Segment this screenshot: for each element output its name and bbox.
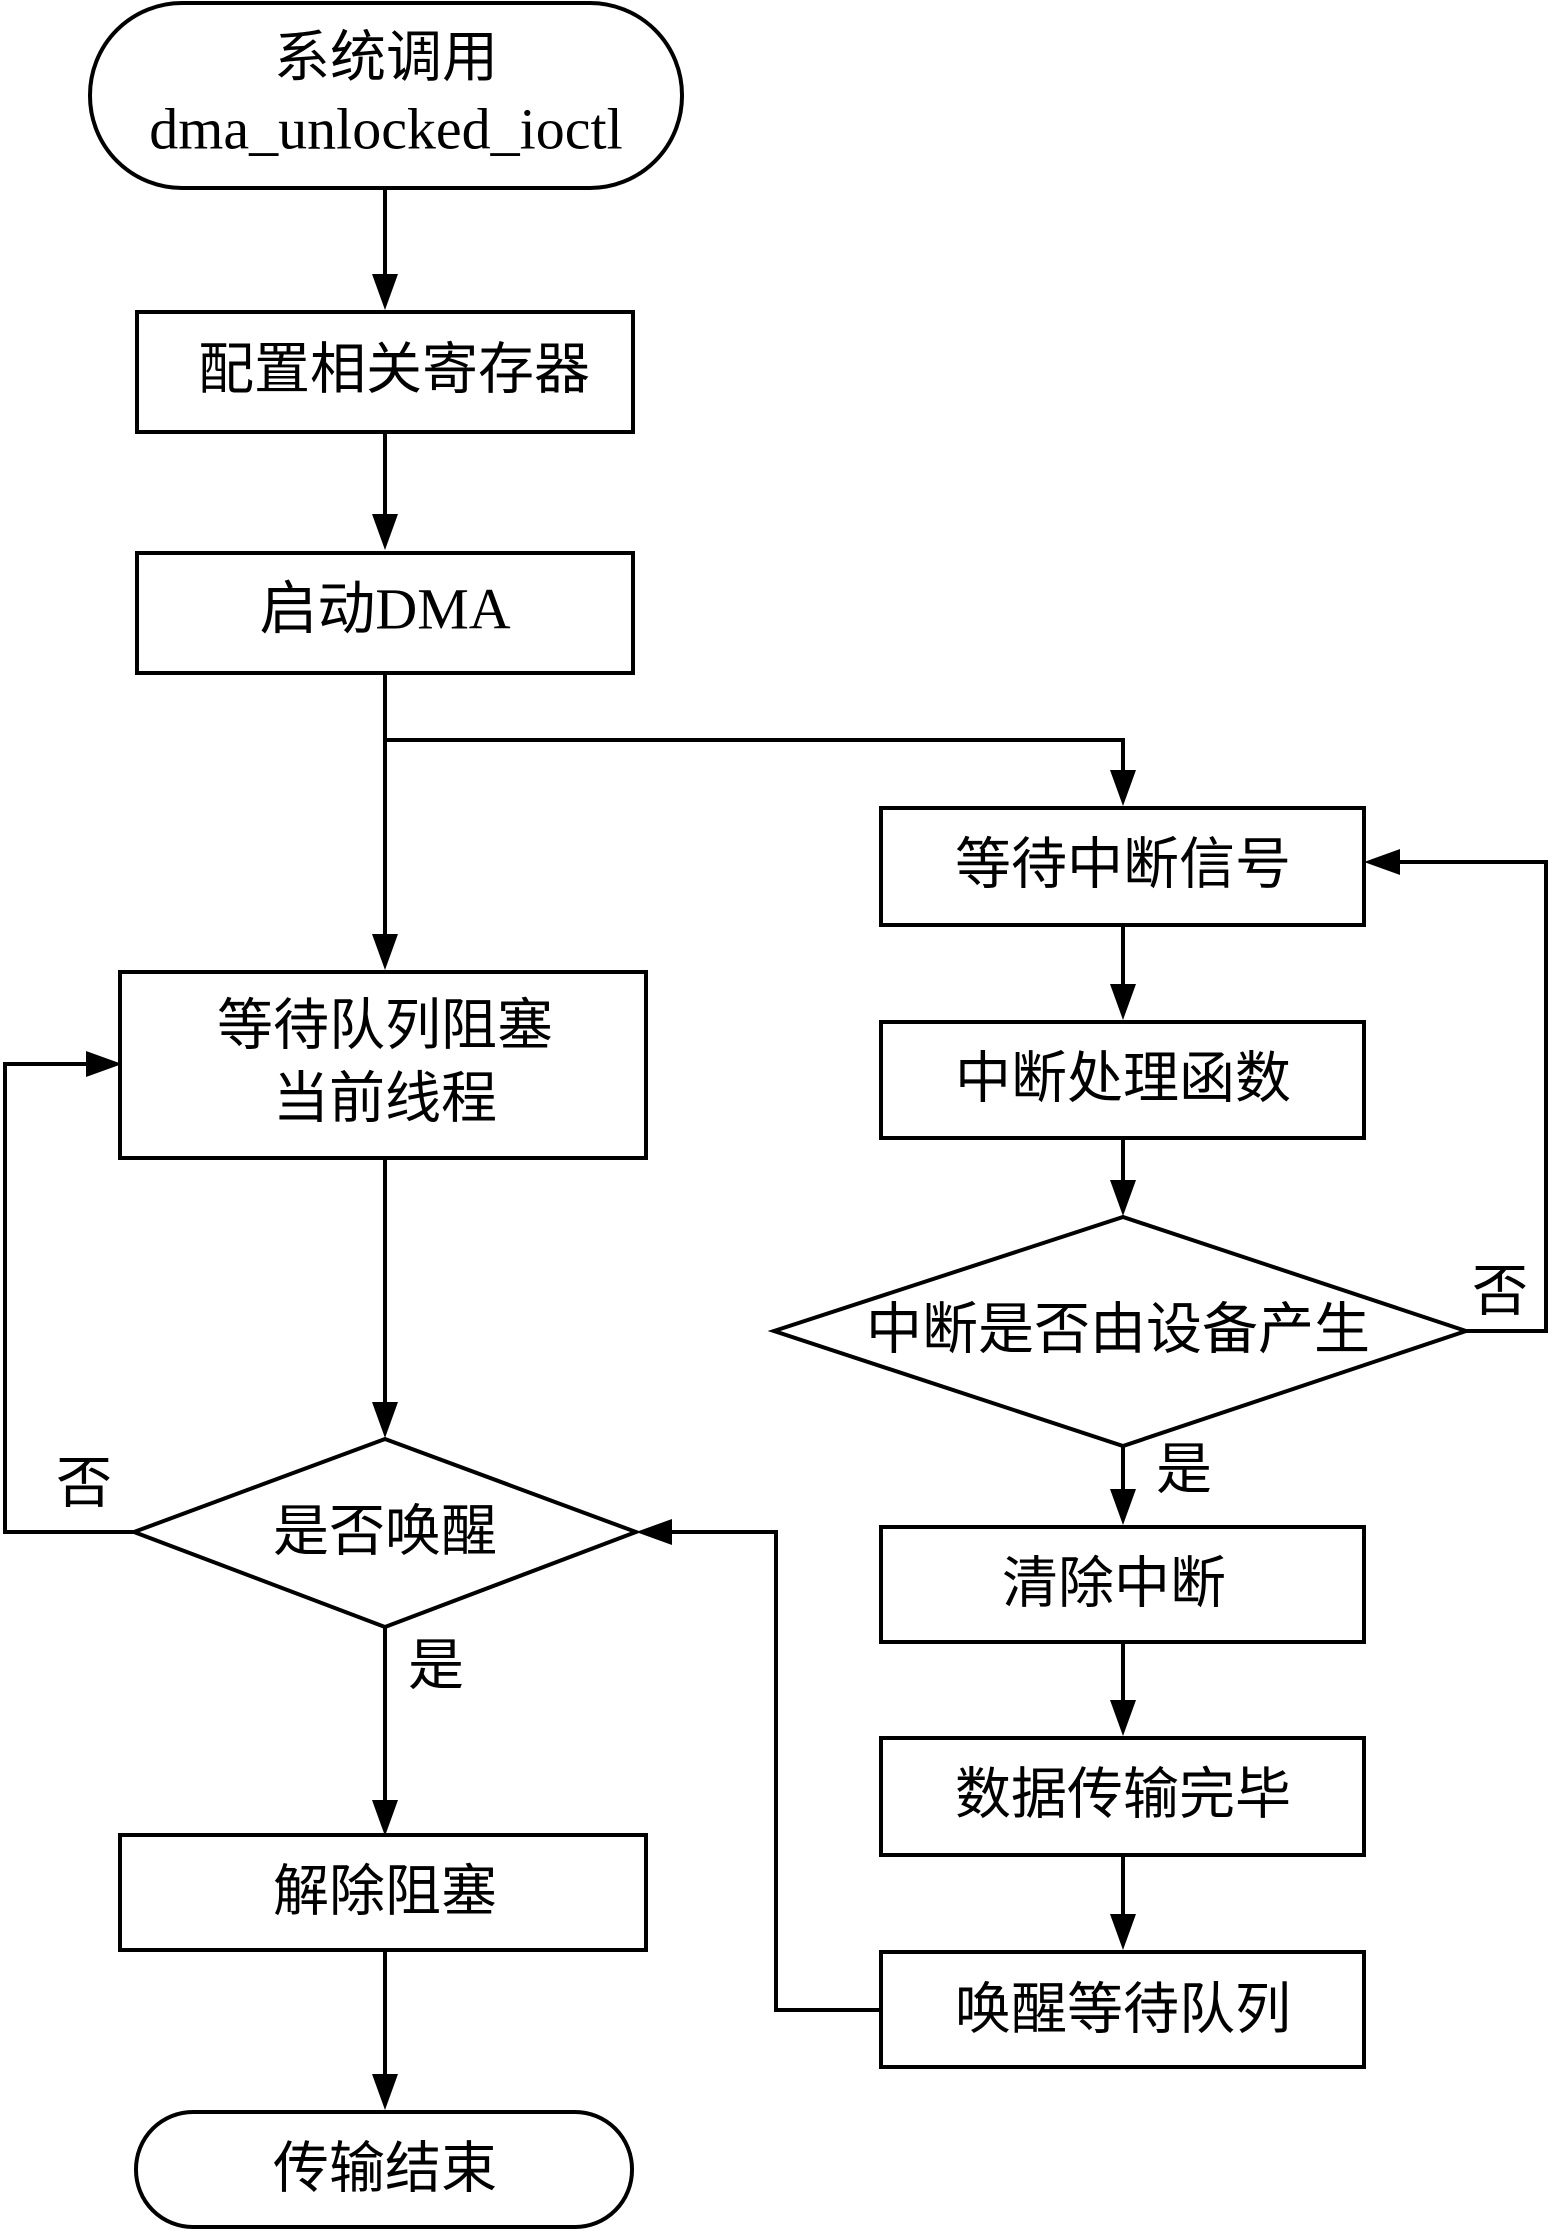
config-registers-box <box>135 310 635 434</box>
wake-wait-queue-box <box>879 1950 1366 2069</box>
device-yes-label: 是 <box>1156 1438 1212 1503</box>
is-woken-label: 是否唤醒 <box>273 1500 497 1565</box>
arrowhead <box>372 934 398 970</box>
unblock-box <box>118 1833 648 1952</box>
is-woken-decision <box>128 1436 642 1630</box>
config-registers-label: 配置相关寄存器 <box>198 338 590 403</box>
arrowhead <box>1110 1700 1136 1736</box>
transfer-end-terminal <box>134 2110 634 2229</box>
arrowhead <box>1110 984 1136 1020</box>
arrowhead <box>1364 849 1400 875</box>
wake-wait-queue-label: 唤醒等待队列 <box>955 1978 1291 2043</box>
arrowhead <box>372 2074 398 2110</box>
is-woken-no-label: 否 <box>56 1452 112 1517</box>
start-label-line2: dma_unlocked_ioctl <box>149 96 623 161</box>
clear-interrupt-label: 清除中断 <box>1002 1552 1226 1617</box>
arrowhead <box>372 274 398 310</box>
arrowhead <box>372 514 398 550</box>
start-dma-box <box>135 551 635 675</box>
transfer-end-label: 传输结束 <box>273 2137 497 2202</box>
clear-interrupt-box <box>879 1525 1366 1644</box>
unblock-label: 解除阻塞 <box>273 1860 497 1925</box>
interrupt-handler-label: 中断处理函数 <box>955 1047 1291 1112</box>
wait-queue-box <box>118 970 648 1160</box>
start-dma-label: 启动DMA <box>259 576 510 641</box>
start-label-line1: 系统调用 <box>274 26 498 91</box>
data-transfer-done-box <box>879 1736 1366 1857</box>
wait-interrupt-box <box>879 806 1366 927</box>
arrowhead <box>86 1051 122 1077</box>
interrupt-handler-box <box>879 1020 1366 1140</box>
wait-queue-label-line2: 当前线程 <box>273 1067 497 1132</box>
arrowhead <box>1110 1180 1136 1216</box>
arrowhead <box>636 1519 672 1545</box>
arrowhead <box>1110 1914 1136 1950</box>
edge-is-woken-no-loop <box>3 1062 134 1534</box>
is-woken-yes-label: 是 <box>408 1634 464 1699</box>
wait-queue-label-line1: 等待队列阻塞 <box>217 994 553 1059</box>
start-terminal <box>88 1 684 190</box>
interrupt-from-device-decision <box>767 1214 1473 1449</box>
arrowhead <box>372 1800 398 1836</box>
edge-device-no-loop <box>1392 860 1548 1333</box>
edge-start-dma-to-wait-interrupt <box>385 738 1125 778</box>
arrowhead <box>1110 1489 1136 1525</box>
data-transfer-done-label: 数据传输完毕 <box>955 1763 1291 1828</box>
interrupt-from-device-label: 中断是否由设备产生 <box>866 1298 1370 1363</box>
device-no-label: 否 <box>1472 1260 1528 1325</box>
edge-wake-queue-to-is-woken <box>664 1530 881 2012</box>
wait-interrupt-label: 等待中断信号 <box>955 833 1291 898</box>
arrowhead <box>372 1402 398 1438</box>
arrowhead <box>1110 770 1136 806</box>
